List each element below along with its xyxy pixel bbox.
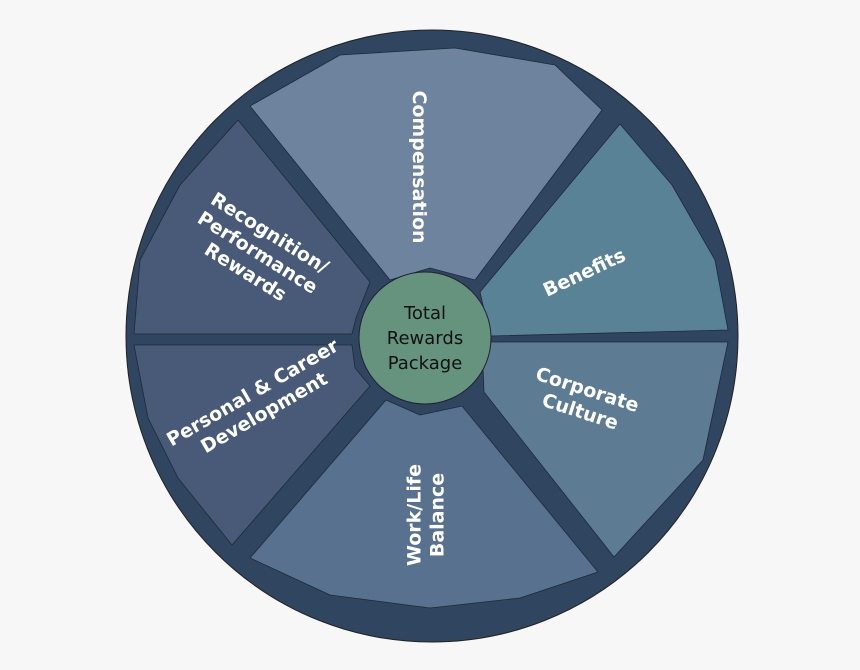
center-label-line: Package (388, 353, 463, 374)
segment-personal-career-development (133, 344, 371, 546)
segment-benefits (479, 123, 729, 337)
segment-label-line: Balance (427, 473, 449, 557)
segment-label-compensation: Compensation (408, 90, 430, 243)
center-hub (358, 271, 492, 405)
segment-label-line: Work/Life (404, 464, 426, 566)
center-label-line: Total (403, 303, 446, 324)
segment-work-life-balance (249, 399, 599, 609)
segment-corporate-culture (481, 341, 729, 558)
segment-recognition-performance-rewards (133, 119, 371, 335)
center-label-line: Rewards (387, 328, 463, 349)
segment-label-work-life-balance: Work/LifeBalance (404, 464, 449, 566)
segment-label-line: Compensation (408, 90, 430, 243)
